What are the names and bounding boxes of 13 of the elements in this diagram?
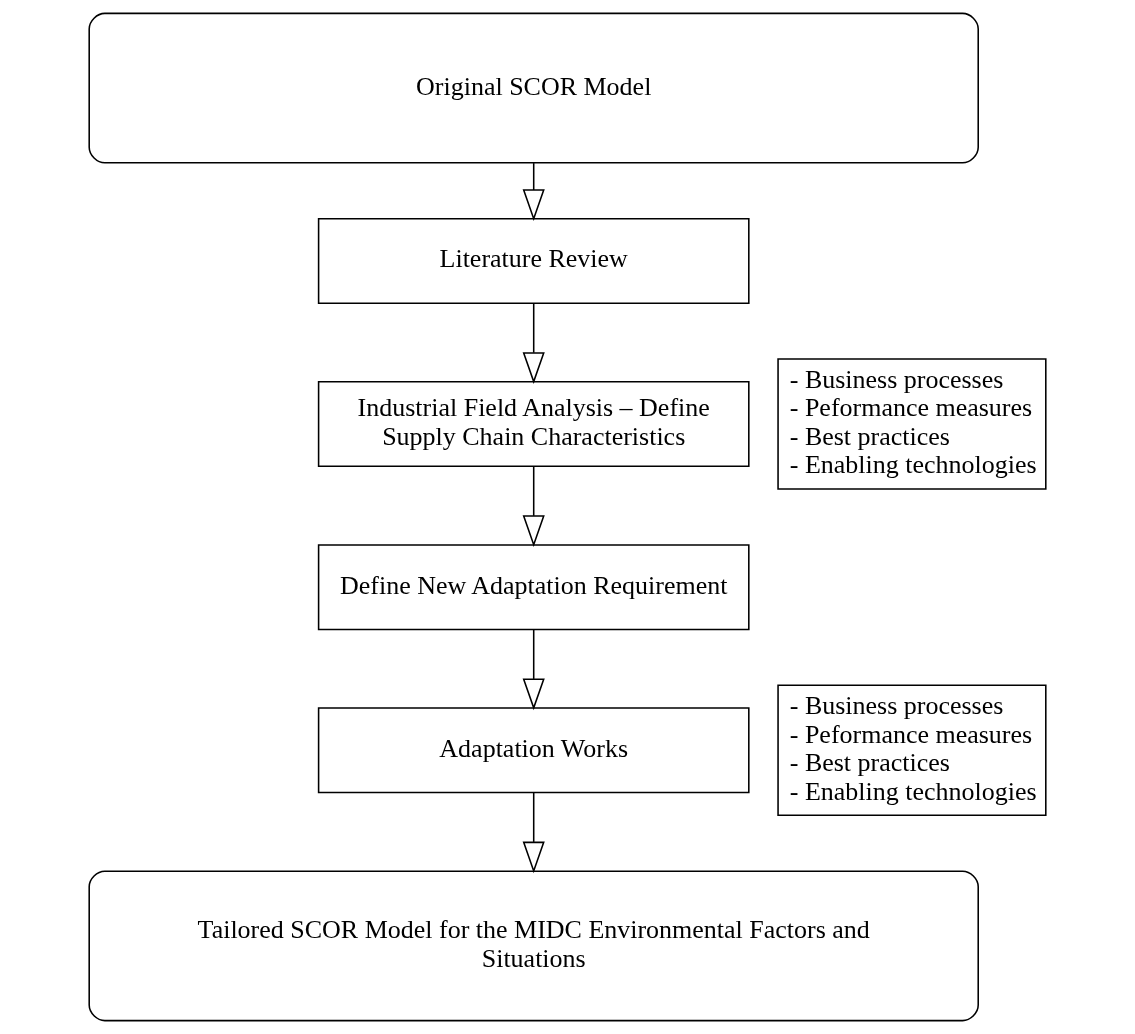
node-box: Literature Review [317, 217, 750, 304]
node-box: Original SCOR Model [88, 12, 979, 164]
arrow [522, 302, 545, 384]
node-box: Tailored SCOR Model for the MIDC Environmental Factors and Situations [88, 870, 979, 1022]
node-box: - Business processes - Peformance measures - Best practices - Enabling technologies [777, 684, 1047, 817]
arrow [522, 792, 545, 874]
node-box: Define New Adaptation Requirement [317, 544, 750, 631]
node-box: Industrial Field Analysis – Define Supply Chain Characteristics [317, 381, 750, 468]
node-box: Adaptation Works [317, 707, 750, 794]
arrow [522, 162, 545, 222]
node-box: - Business processes - Peformance measures - Best practices - Enabling technologies [777, 358, 1047, 490]
arrow [522, 465, 545, 548]
arrow [522, 629, 545, 711]
